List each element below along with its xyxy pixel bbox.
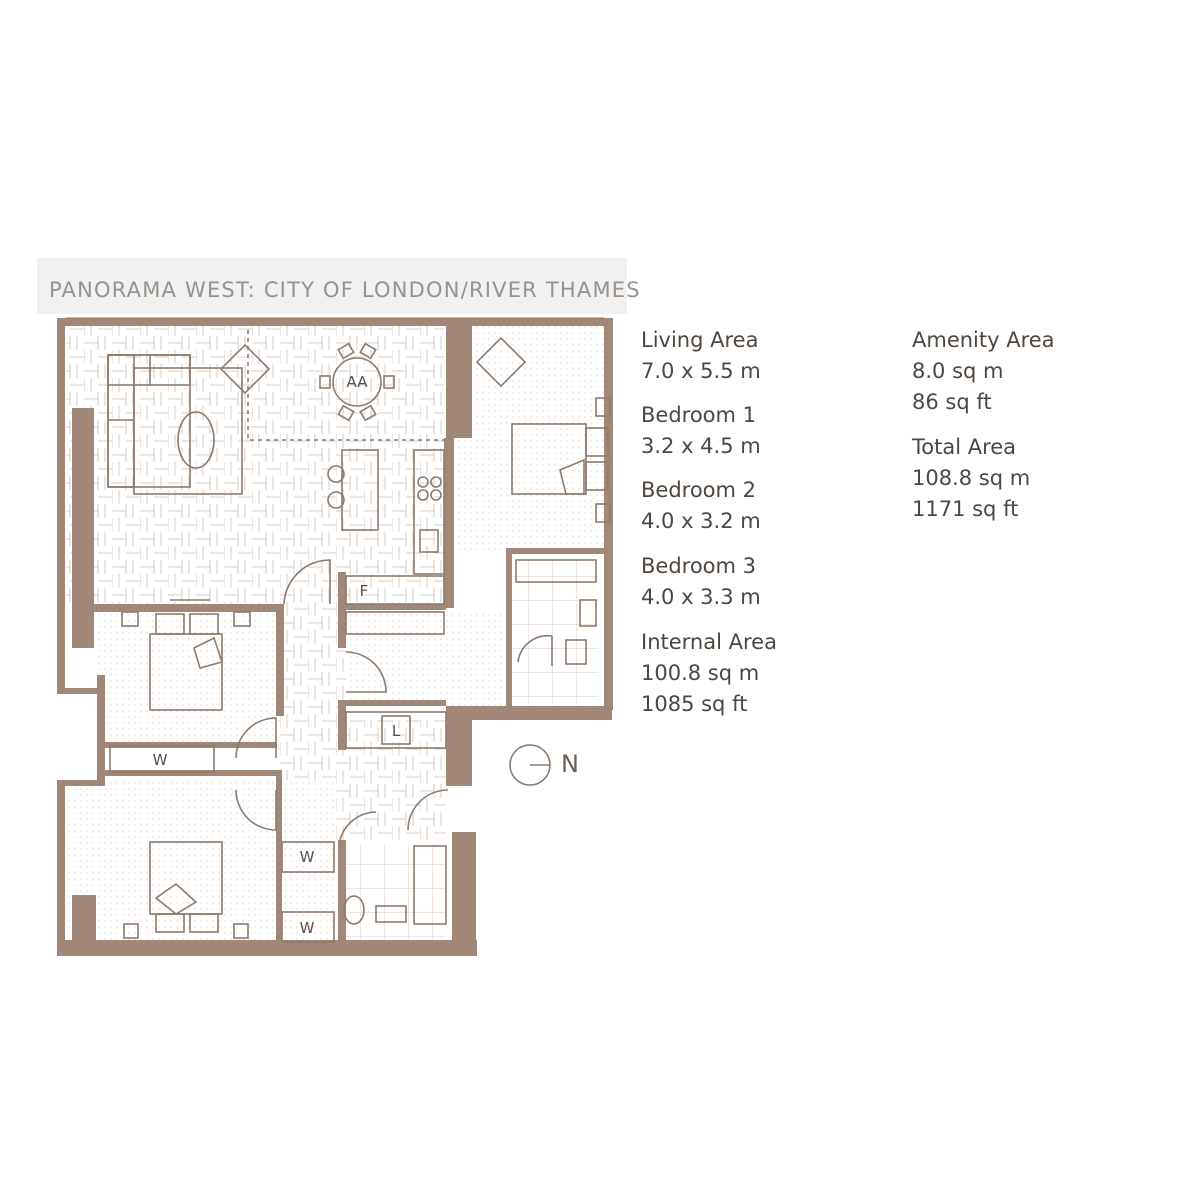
wardrobe-label-bedroom3-upper: W — [300, 848, 315, 866]
room-size-bedroom3: 4.0 x 3.3 m — [641, 585, 761, 609]
sink-icon — [419, 529, 439, 553]
total-area: Total Area 108.8 sq m 1171 sq ft — [912, 432, 1030, 525]
wardrobe-label-bedroom2: W — [153, 751, 168, 769]
wardrobe-label-bedroom3-lower: W — [300, 919, 315, 937]
internal-area: Internal Area 100.8 sq m 1085 sq ft — [641, 627, 777, 720]
amenity-area-label: Amenity Area — [912, 328, 1055, 352]
fridge-label: F — [360, 582, 369, 600]
laundry-label: L — [392, 722, 401, 740]
room-specs-bedroom3: Bedroom 3 4.0 x 3.3 m — [641, 551, 761, 613]
room-specs-bedroom2: Bedroom 2 4.0 x 3.2 m — [641, 475, 761, 537]
bed-icon — [511, 397, 611, 523]
total-area-label: Total Area — [912, 435, 1017, 459]
room-size-living: 7.0 x 5.5 m — [641, 359, 761, 383]
bed-icon — [123, 841, 249, 939]
room-size-bedroom2: 4.0 x 3.2 m — [641, 509, 761, 533]
title-bar — [37, 258, 627, 314]
fixtures — [66, 317, 611, 943]
walls — [57, 318, 613, 956]
dining-table-icon — [319, 342, 395, 422]
plan-title: PANORAMA WEST: CITY OF LONDON/RIVER THAM… — [49, 278, 641, 302]
floor-fills — [66, 326, 611, 940]
amenity-area-sqft: 86 sq ft — [912, 390, 992, 414]
hob-icon — [417, 476, 442, 501]
room-name-bedroom3: Bedroom 3 — [641, 554, 757, 578]
room-specs: Living Area 7.0 x 5.5 m — [641, 325, 761, 387]
internal-area-label: Internal Area — [641, 630, 777, 654]
bed-icon — [121, 611, 251, 711]
room-name-bedroom1: Bedroom 1 — [641, 403, 757, 427]
internal-area-sqft: 1085 sq ft — [641, 692, 748, 716]
armchair-icon — [219, 336, 527, 395]
toilet-icon — [343, 845, 447, 925]
room-name-living: Living Area — [641, 328, 759, 352]
total-area-sqm: 108.8 sq m — [912, 466, 1031, 490]
internal-area-sqm: 100.8 sq m — [641, 661, 760, 685]
total-area-sqft: 1171 sq ft — [912, 497, 1019, 521]
bathtub-icon — [515, 559, 597, 665]
sofa-icon — [107, 354, 243, 495]
room-name-bedroom2: Bedroom 2 — [641, 478, 757, 502]
room-size-bedroom1: 3.2 x 4.5 m — [641, 434, 761, 458]
compass-icon — [509, 744, 551, 786]
north-label: N — [561, 750, 579, 778]
dining-label: AA — [347, 373, 369, 391]
door-swing-icon — [235, 559, 449, 841]
room-specs-bedroom1: Bedroom 1 3.2 x 4.5 m — [641, 400, 761, 462]
amenity-area: Amenity Area 8.0 sq m 86 sq ft — [912, 325, 1055, 418]
amenity-area-sqm: 8.0 sq m — [912, 359, 1004, 383]
